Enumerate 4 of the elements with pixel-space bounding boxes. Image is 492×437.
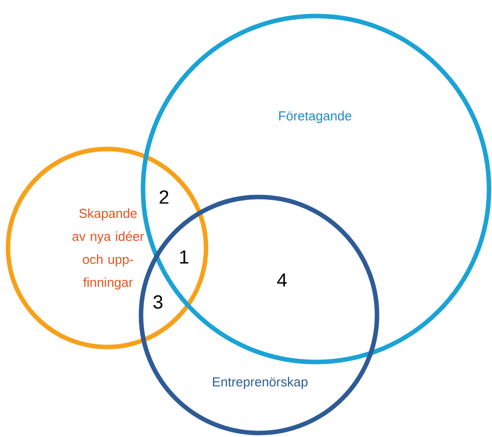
region-number: 1 xyxy=(180,250,188,264)
region-number: 3 xyxy=(153,295,162,309)
region-number: 4 xyxy=(277,273,287,287)
region-number: 2 xyxy=(160,190,168,204)
